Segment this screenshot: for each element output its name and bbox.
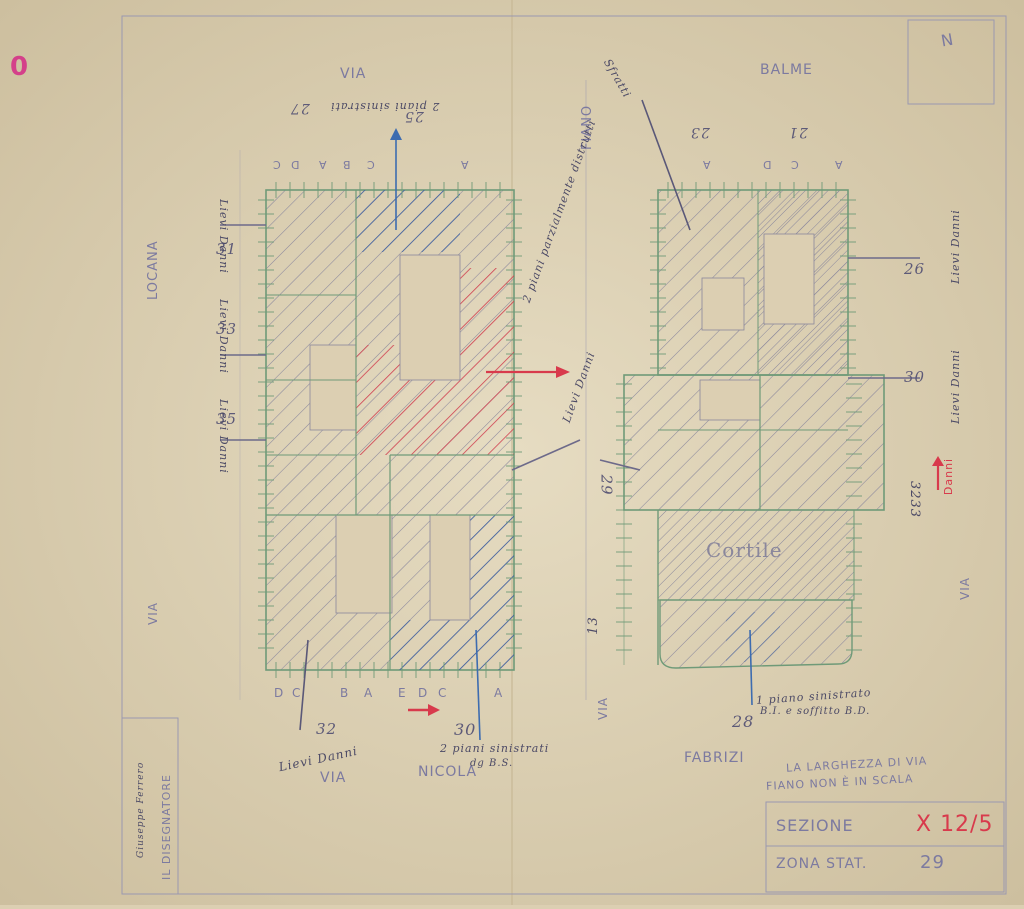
block-label-d: D (274, 686, 285, 700)
house-number-35: 35 (216, 410, 238, 428)
house-number-23: 23 (690, 124, 710, 140)
top-right-label-d: D (762, 158, 772, 171)
street-balme: BALME (760, 62, 813, 78)
house-number-3233: 3233 (907, 480, 923, 519)
boundary-ticks (258, 182, 862, 678)
house-number-21: 21 (788, 124, 808, 140)
house-number-30-right: 30 (904, 368, 926, 386)
note-top-blue: 2 piani sinistrati (330, 100, 440, 113)
street-locana: LOCANA (146, 240, 161, 300)
section-label: SEZIONE (776, 816, 854, 835)
house-number-29: 29 (597, 474, 616, 496)
top-right-label-a: A (702, 158, 711, 171)
house-number-30: 30 (454, 720, 477, 739)
block-label-a2: A (494, 686, 504, 700)
top-left-label-c: C (272, 158, 281, 171)
street-via-center: VIA (596, 697, 610, 720)
house-number-33: 33 (216, 320, 238, 338)
top-left-label-b: B (342, 158, 351, 171)
note-damage-26: Lievi Danni (948, 209, 962, 284)
block-label-c: C (292, 686, 302, 700)
zone-value: 29 (920, 852, 945, 873)
designer-signature: Giuseppe Ferrero (136, 761, 146, 858)
street-fabrizi: FABRIZI (684, 750, 745, 766)
section-value: X 12/5 (916, 812, 994, 837)
block-label-e: E (398, 686, 407, 700)
block-label-c2: C (438, 686, 448, 700)
note-bottom-30-sub: dg B.S. (470, 758, 514, 769)
courtyard-label: Cortile (706, 538, 783, 562)
note-damage-33: Lievi Danni (216, 299, 230, 374)
house-number-28: 28 (732, 712, 755, 731)
note-bottom-28-sub: B.I. e soffitto B.D. (760, 706, 871, 717)
note-damage-31: Lievi Danni (216, 199, 230, 274)
zone-label: ZONA STAT. (776, 856, 868, 872)
note-bottom-30: 2 piani sinistrati (440, 742, 550, 755)
street-nicola: NICOLA (418, 764, 478, 780)
top-left-label-d: D (290, 158, 300, 171)
right-block (623, 189, 885, 669)
top-right-label-c: C (790, 158, 799, 171)
street-via-top: VIA (340, 66, 367, 82)
block-label-a: A (364, 686, 374, 700)
house-number-26: 26 (904, 260, 926, 278)
house-number-32: 32 (316, 720, 338, 738)
top-left-label-a: A (318, 158, 327, 171)
note-right-red: Danni (942, 457, 956, 496)
top-left-label-a2: A (460, 158, 469, 171)
top-left-label-c2: C (366, 158, 375, 171)
damage-arrows (220, 99, 944, 741)
designer-title: IL DISEGNATORE (160, 774, 173, 880)
note-damage-35: Lievi Danni (216, 399, 230, 474)
note-damage-30-right: Lievi Danni (948, 349, 962, 424)
block-label-d2: D (418, 686, 429, 700)
top-right-label-a2: A (834, 158, 843, 171)
house-number-13: 13 (585, 616, 601, 635)
house-number-27: 27 (290, 100, 310, 116)
house-number-31: 31 (216, 240, 238, 258)
street-via-left: VIA (146, 602, 160, 625)
street-via-bottom: VIA (320, 770, 347, 786)
block-label-b: B (340, 686, 350, 700)
left-block (265, 189, 515, 671)
corner-mark: 0 (10, 52, 30, 82)
street-via-right: VIA (958, 577, 972, 600)
